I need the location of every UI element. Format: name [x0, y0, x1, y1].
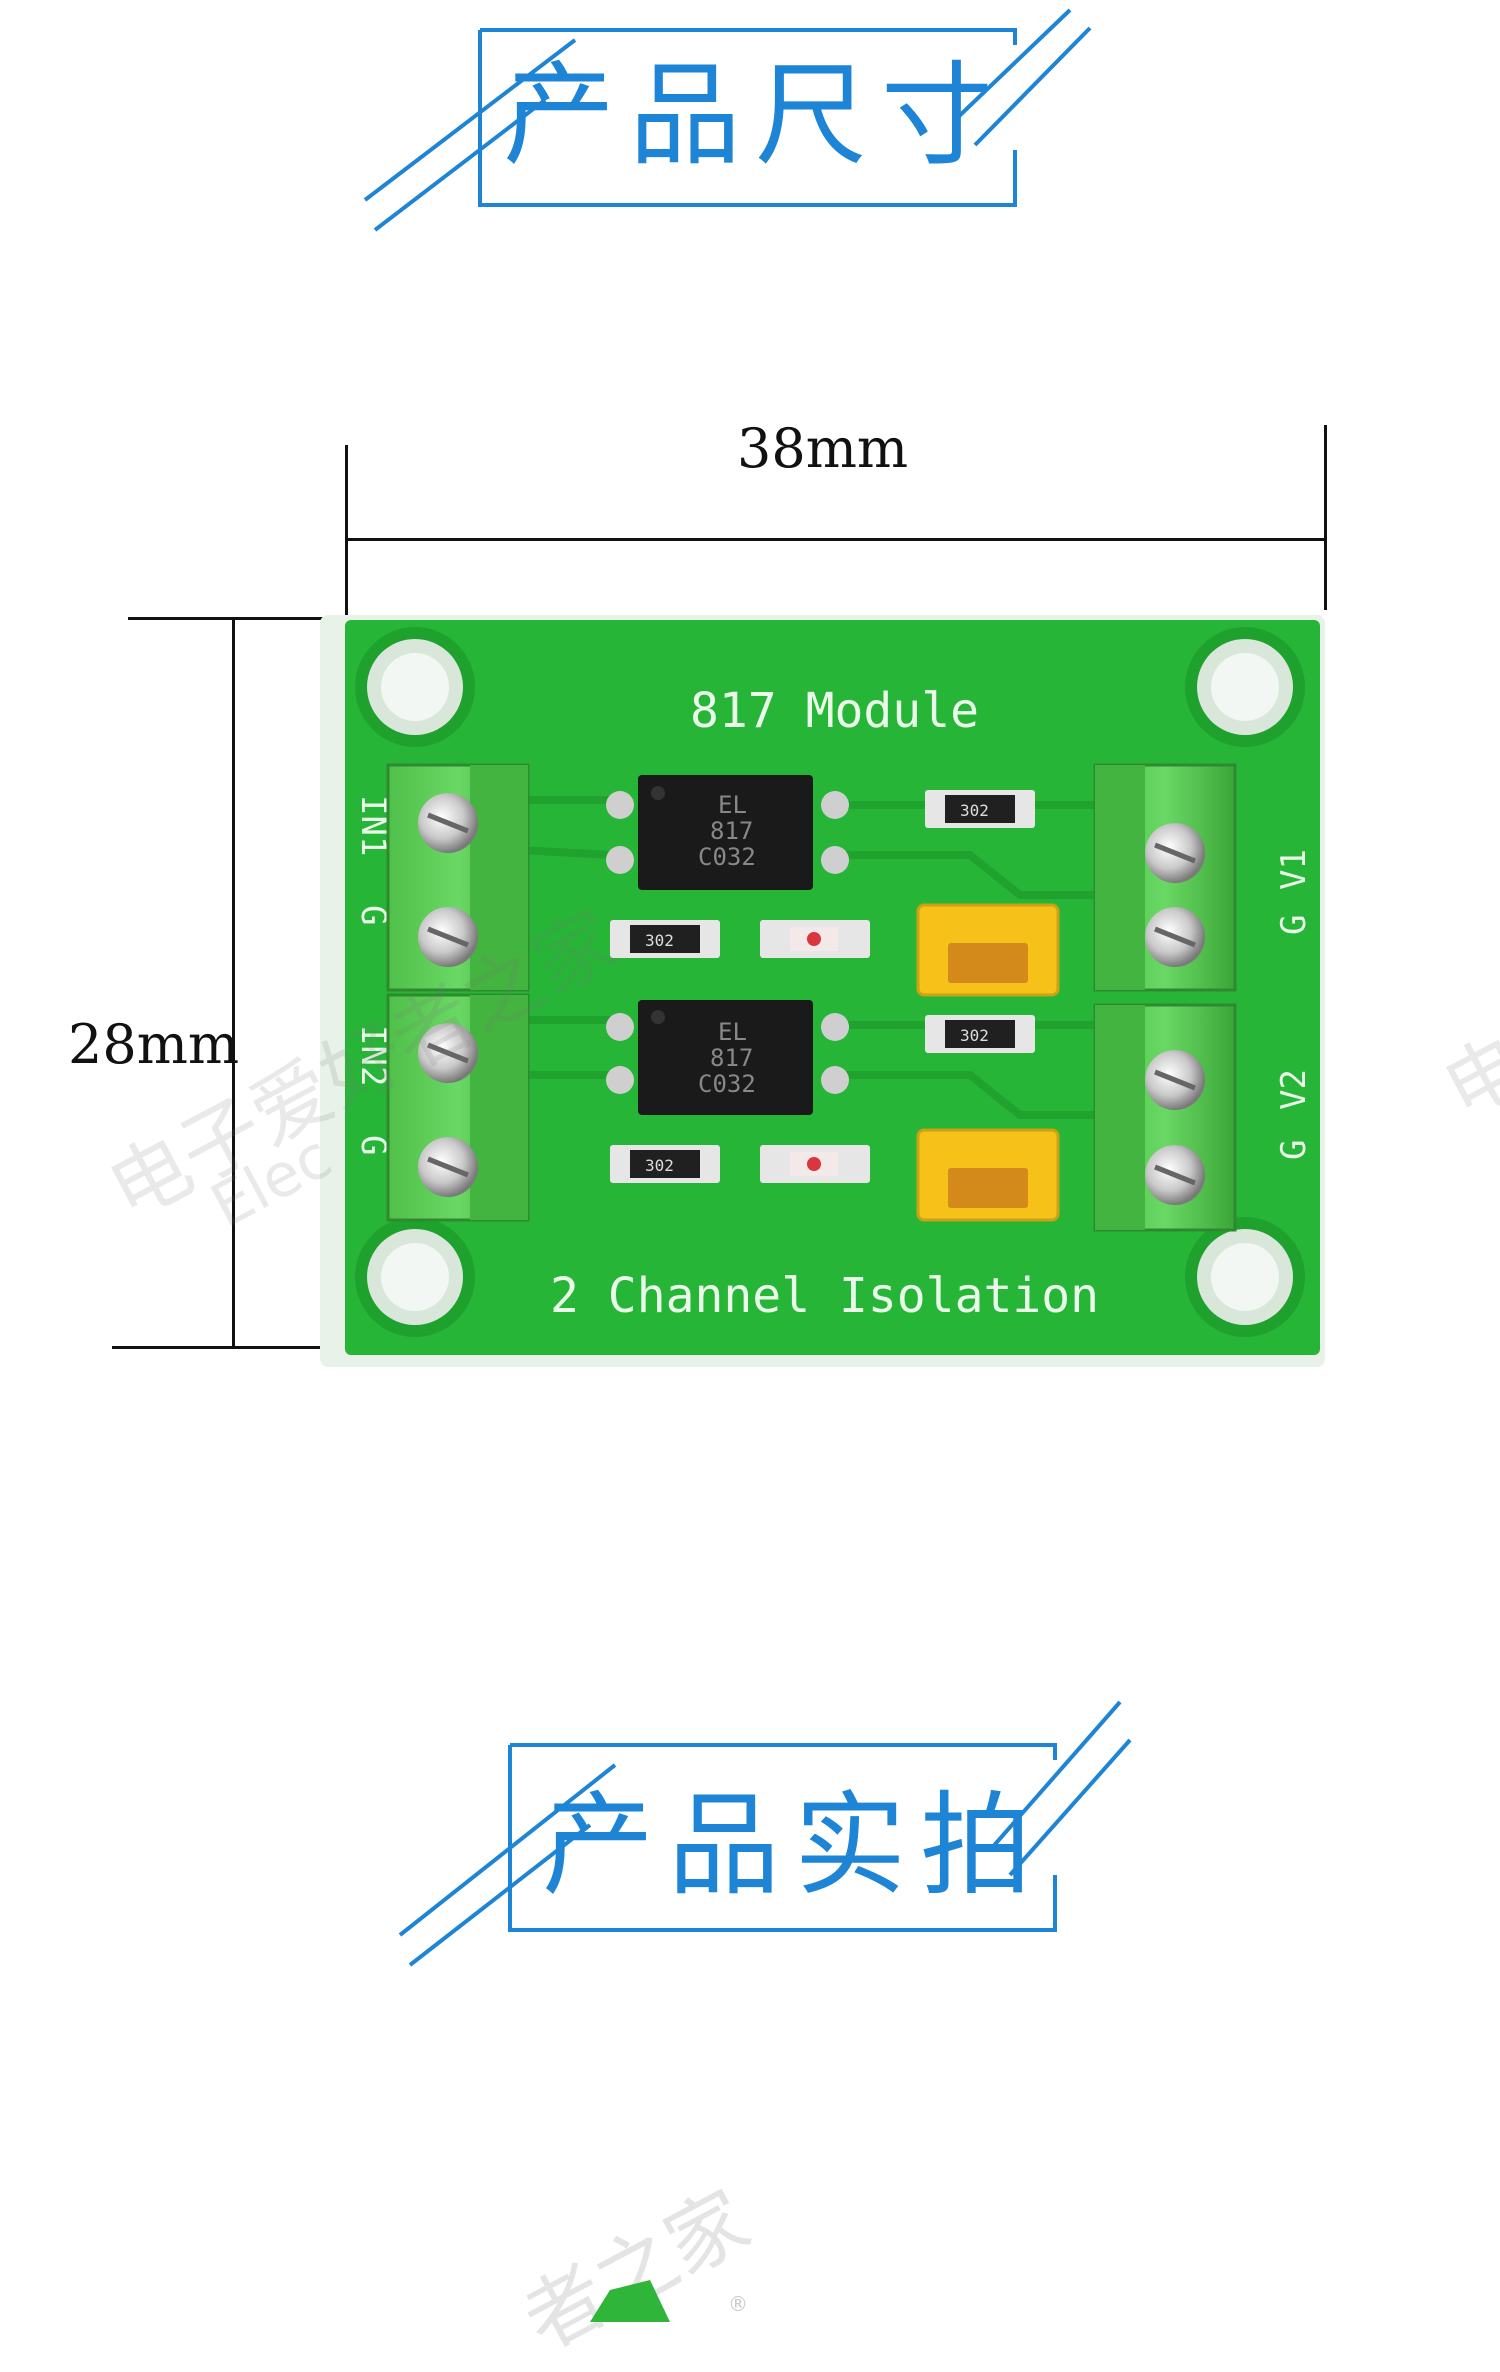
chip2-line2: 817: [710, 1044, 753, 1072]
label-in1: IN1: [353, 795, 393, 856]
label-g-left-1: G: [353, 905, 393, 925]
resistor-r4: 302: [610, 1145, 720, 1183]
watermark-side: 电: [1428, 1018, 1500, 1139]
jumper-2: [916, 1128, 1060, 1222]
banner-frame-decoration: [363, 8, 1092, 232]
board-subtitle: 2 Channel Isolation: [550, 1268, 1099, 1324]
jumper-1: [916, 903, 1060, 997]
label-in2: IN2: [353, 1025, 393, 1086]
width-tick-right: [1324, 425, 1327, 610]
chip1-line1: EL: [718, 791, 747, 819]
bottom-board-peek: [590, 2280, 670, 2322]
terminal-block-left-2: [386, 993, 530, 1222]
label-g-right-1: G: [1274, 915, 1314, 935]
watermark-bottom: 者之家: [508, 2173, 765, 2369]
resistor-r1: 302: [925, 790, 1035, 828]
mounting-holes: [355, 627, 1305, 1337]
terminal-block-right-1: [1093, 763, 1237, 992]
resistor-r4-code: 302: [645, 1156, 674, 1175]
width-dimension-line: [345, 538, 1327, 541]
chip1-line3: C032: [698, 843, 756, 871]
led-1: [760, 920, 870, 958]
label-v1: V1: [1274, 849, 1314, 890]
label-v2: V2: [1274, 1069, 1314, 1110]
label-g-right-2: G: [1274, 1140, 1314, 1160]
height-tick-top: [128, 617, 348, 620]
banner-frame-decoration-2: [398, 1700, 1132, 1967]
photo-banner: 产品实拍: [390, 1690, 1150, 1980]
label-g-left-2: G: [353, 1135, 393, 1155]
chip2-line3: C032: [698, 1070, 756, 1098]
resistor-r3: 302: [925, 1015, 1035, 1053]
terminal-block-right-2: [1093, 1003, 1237, 1232]
board-title: 817 Module: [690, 683, 979, 739]
resistor-r2-code: 302: [645, 931, 674, 950]
photo-banner-title: 产品实拍: [542, 1781, 1046, 1911]
optocoupler-2: EL 817 C032: [606, 1000, 849, 1115]
chip1-line2: 817: [710, 817, 753, 845]
size-banner: 产品尺寸: [355, 0, 1115, 240]
optocoupler-1: EL 817 C032: [606, 775, 849, 890]
width-tick-left: [345, 445, 348, 620]
resistor-r3-code: 302: [960, 1026, 989, 1045]
resistor-r1-code: 302: [960, 801, 989, 820]
pcb-board-image: 817 Module 2 Channel Isolation IN1 G IN2…: [320, 615, 1325, 1367]
width-label: 38mm: [737, 417, 909, 480]
resistor-r2: 302: [610, 920, 720, 958]
registered-mark: ®: [728, 2292, 748, 2316]
height-label: 28mm: [68, 1013, 240, 1076]
chip2-line1: EL: [718, 1018, 747, 1046]
terminal-block-left-1: [386, 763, 530, 992]
led-2: [760, 1145, 870, 1183]
height-tick-bottom: [112, 1346, 348, 1349]
height-dimension-line: [232, 618, 235, 1348]
size-banner-title: 产品尺寸: [503, 51, 1007, 181]
